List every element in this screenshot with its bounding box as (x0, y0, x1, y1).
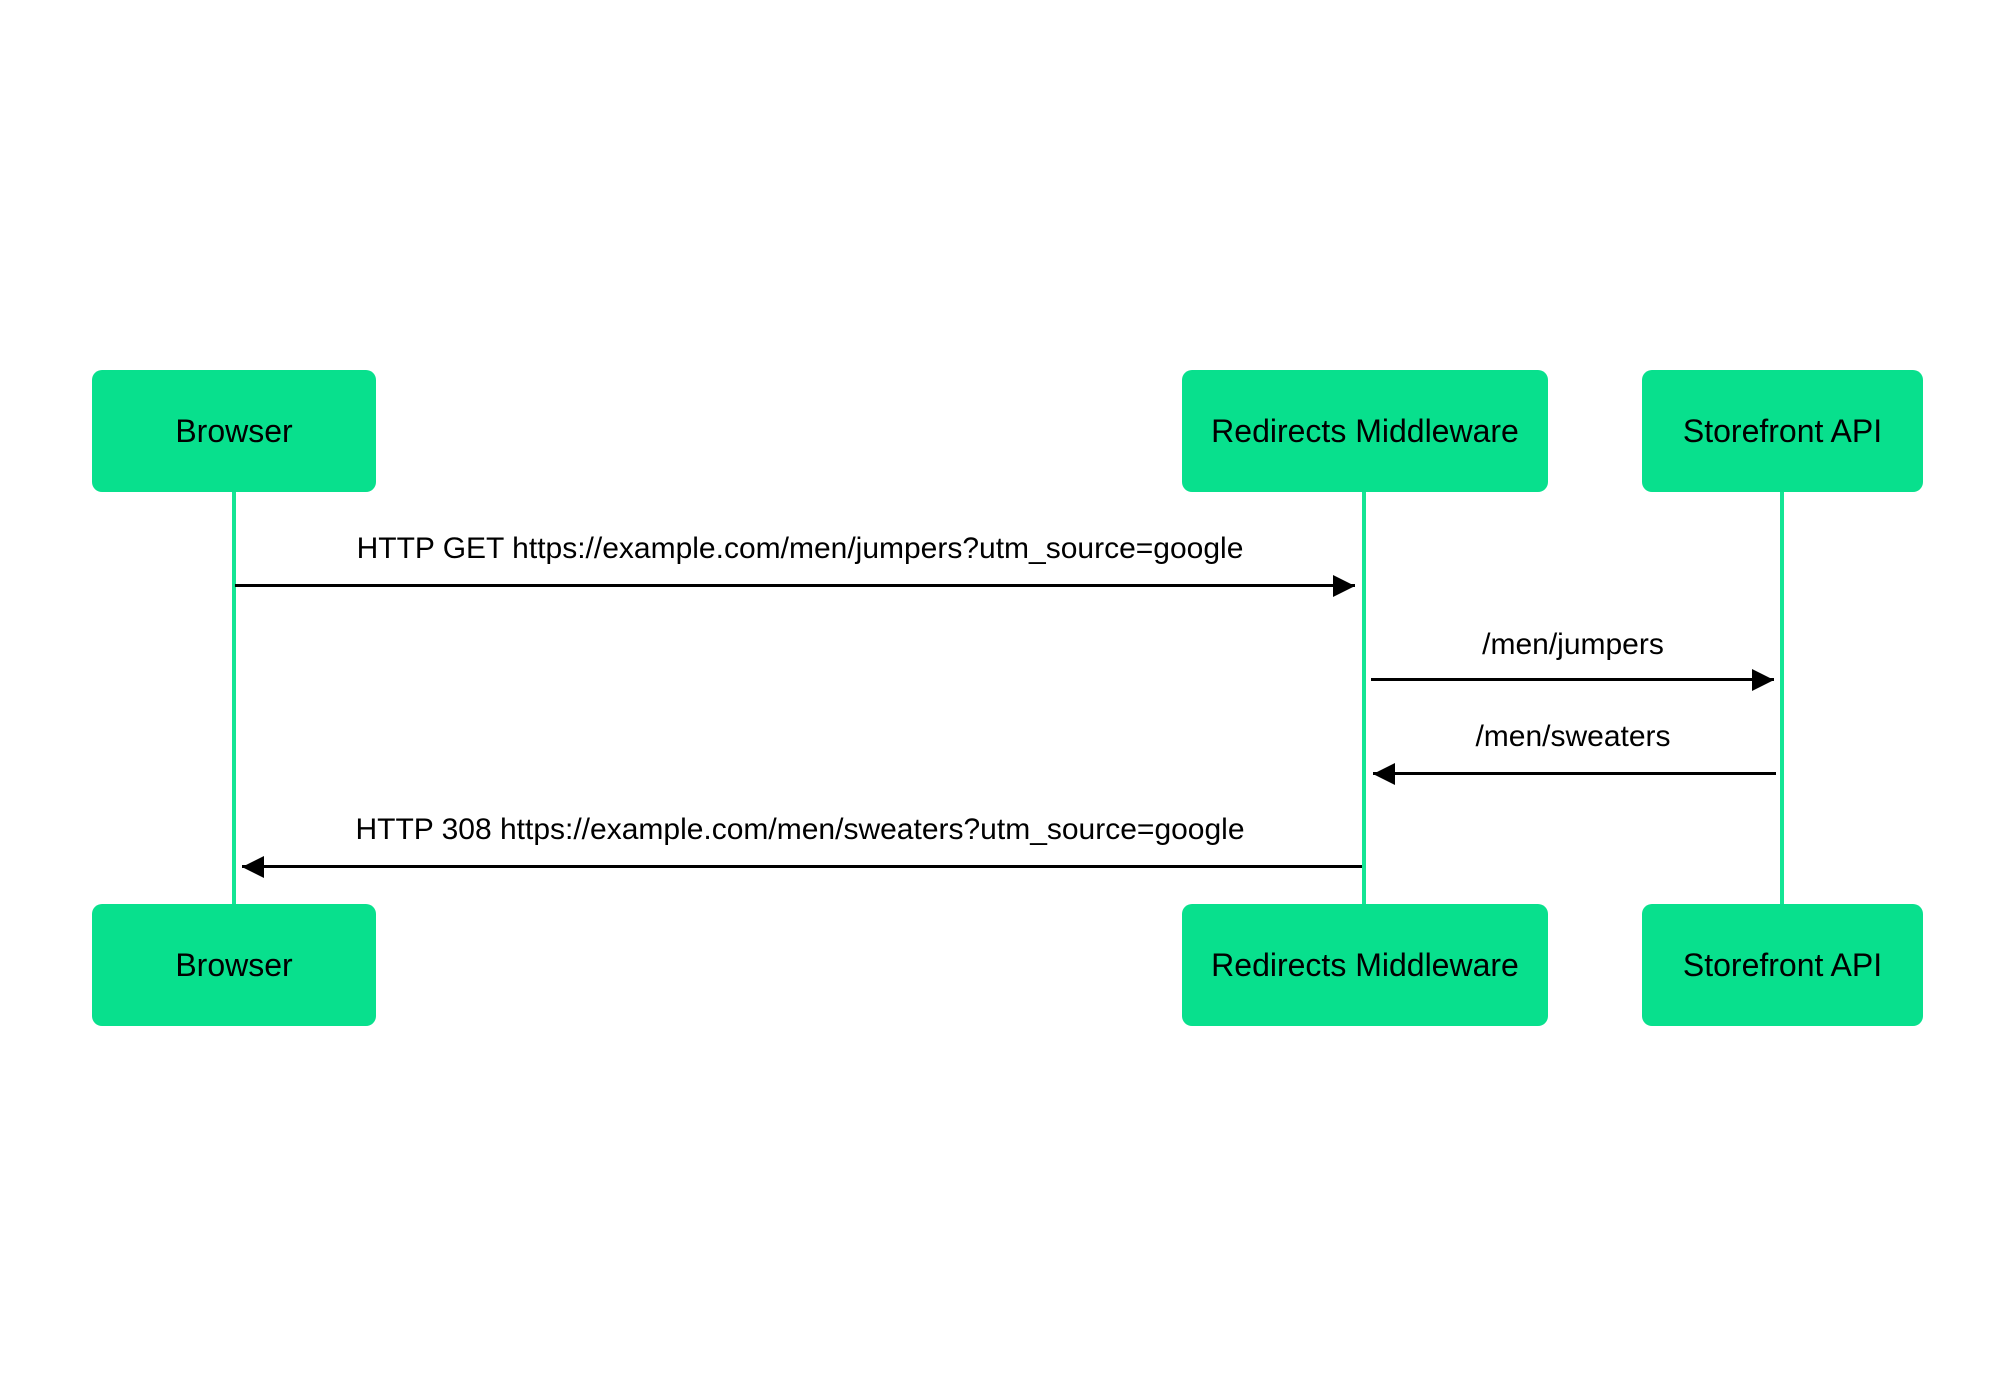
message-arrow-http-get (235, 584, 1355, 587)
actor-label-redirects-middleware: Redirects Middleware (1211, 413, 1519, 449)
actor-box-browser-top: Browser (92, 370, 376, 492)
actor-label-storefront-api: Storefront API (1682, 947, 1883, 983)
actor-box-storefront-api-bottom: Storefront API (1642, 904, 1923, 1026)
message-arrow-men-jumpers (1371, 678, 1774, 681)
lifeline-storefront-api (1780, 492, 1784, 904)
actor-box-storefront-api-top: Storefront API (1642, 370, 1923, 492)
message-arrow-http-308 (242, 865, 1362, 868)
lifeline-redirects-middleware (1362, 492, 1366, 904)
actor-label-redirects-middleware: Redirects Middleware (1211, 947, 1519, 983)
actor-box-browser-bottom: Browser (92, 904, 376, 1026)
actor-label-browser: Browser (175, 947, 293, 983)
actor-label-storefront-api: Storefront API (1682, 413, 1883, 449)
message-label-http-get: HTTP GET https://example.com/men/jumpers… (356, 532, 1244, 565)
actor-label-browser: Browser (175, 413, 293, 449)
message-label-men-sweaters: /men/sweaters (1475, 720, 1671, 753)
lifeline-browser (232, 492, 236, 904)
message-label-http-308: HTTP 308 https://example.com/men/sweater… (355, 813, 1245, 846)
message-label-men-jumpers: /men/jumpers (1482, 628, 1664, 661)
actor-box-redirects-middleware-top: Redirects Middleware (1182, 370, 1548, 492)
actor-box-redirects-middleware-bottom: Redirects Middleware (1182, 904, 1548, 1026)
message-arrow-men-sweaters (1373, 772, 1776, 775)
